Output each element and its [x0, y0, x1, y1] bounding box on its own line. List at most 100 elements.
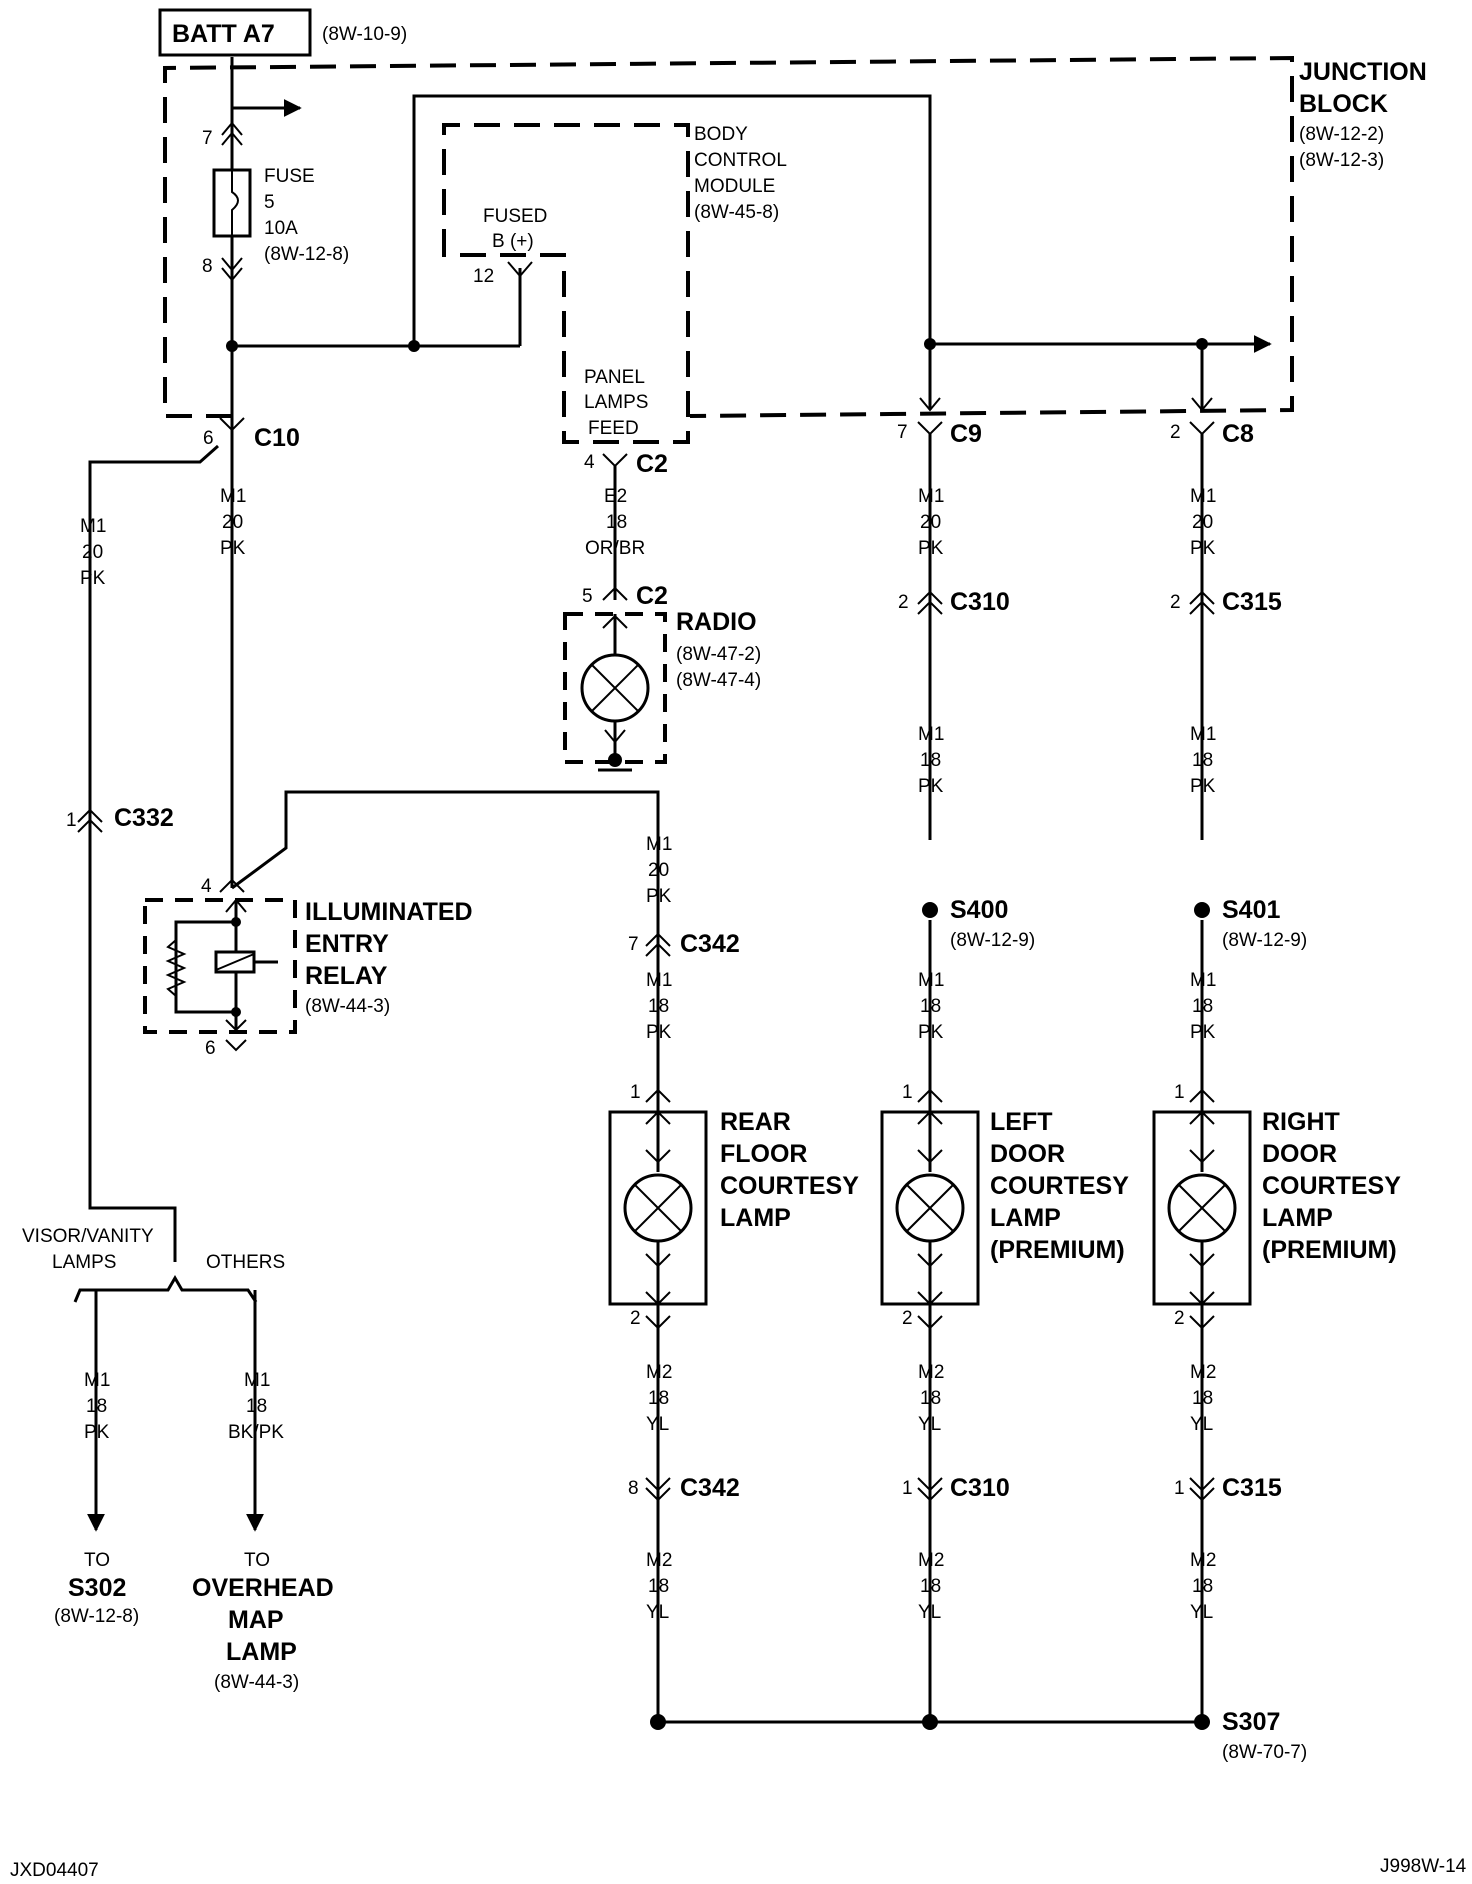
junction-block-ref-1: (8W-12-2) [1299, 124, 1384, 145]
s302-wire-1: M1 [84, 1370, 110, 1391]
s400-label: S400 [950, 896, 1008, 924]
ground-dot-left [922, 1714, 938, 1730]
c342-bot-connector-2 [645, 1487, 671, 1502]
right-lamp-pin2-connector [1189, 1315, 1215, 1330]
relay-dot-bottom [231, 1007, 241, 1017]
c342-top-pin: 7 [628, 934, 639, 955]
s307-ref: (8W-70-7) [1222, 1742, 1307, 1763]
c332-connector-2 [77, 818, 103, 833]
radio-wire-2: 18 [606, 512, 627, 533]
fuse-rating: 10A [264, 218, 298, 239]
rear-m2b-1: M2 [646, 1550, 672, 1571]
relay-pin4-inner [225, 898, 247, 913]
c9-pin: 7 [897, 422, 908, 443]
rear-wire-3: PK [646, 886, 672, 907]
fuse-in-connector [221, 131, 243, 146]
c8-connector [1189, 421, 1215, 436]
bcm-panel-2: LAMPS [584, 392, 648, 413]
right-lamp-label-2: DOOR [1262, 1140, 1337, 1168]
radio-ref-2: (8W-47-4) [676, 670, 761, 691]
s302-wire-3: PK [84, 1422, 110, 1443]
radio-label: RADIO [676, 608, 757, 636]
rear-lamp-label-2: FLOOR [720, 1140, 808, 1168]
c2-top-label: C2 [636, 450, 668, 478]
right-wire-b2: 18 [1192, 750, 1213, 771]
radio-inner-arrow [602, 614, 628, 629]
overhead-wire-2: 18 [246, 1396, 267, 1417]
left-lamp-inner-arrow-top [917, 1110, 943, 1125]
s302-to: TO [84, 1550, 110, 1571]
ground-dot-rear [650, 1714, 666, 1730]
c310-top-label: C310 [950, 588, 1010, 616]
overhead-wire-3: BK/PK [228, 1422, 284, 1443]
c310-bot-connector-2 [917, 1487, 943, 1502]
bcm-label-1: BODY [694, 124, 748, 145]
fuse-pin-in: 7 [202, 128, 213, 149]
relay-label-2: ENTRY [305, 930, 389, 958]
s401-ref: (8W-12-9) [1222, 930, 1307, 951]
c315-bot-label: C315 [1222, 1474, 1282, 1502]
left-lamp-label-5: (PREMIUM) [990, 1236, 1125, 1264]
right-lamp-pin1-connector [1189, 1088, 1215, 1103]
rear-lamp-pin1: 1 [630, 1082, 641, 1103]
left-lamp-label-2: DOOR [990, 1140, 1065, 1168]
s302-wire-2: 18 [86, 1396, 107, 1417]
c342-bot-connector [645, 1477, 671, 1492]
rear-m2-1: M2 [646, 1362, 672, 1383]
right-m2-2: 18 [1192, 1388, 1213, 1409]
batt-a7-box [158, 8, 312, 57]
rear-m2-2: 18 [648, 1388, 669, 1409]
left-m2-1: M2 [918, 1362, 944, 1383]
rear-lamp-label-3: COURTESY [720, 1172, 859, 1200]
c332-pin: 1 [66, 810, 77, 831]
c10-label: C10 [254, 424, 300, 452]
bcm-panel-1: PANEL [584, 367, 645, 388]
c332-label: C332 [114, 804, 174, 832]
radio-ground-arrow [604, 729, 626, 744]
overhead-to: TO [244, 1550, 270, 1571]
relay-pin-top: 4 [201, 876, 212, 897]
fuse-number: 5 [264, 192, 275, 213]
relay-resistor [165, 939, 187, 997]
c2-radio-connector [602, 586, 628, 601]
c310-top-connector-2 [917, 600, 943, 615]
relay-label-1: ILLUMINATED [305, 898, 473, 926]
c342-top-label: C342 [680, 930, 740, 958]
relay-outline [143, 898, 297, 1034]
left-lamp-label-1: LEFT [990, 1108, 1053, 1136]
rear-m2b-2: 18 [648, 1576, 669, 1597]
rear-lamp-pin2-connector [645, 1315, 671, 1330]
footer-right-code: J998W-14 [1380, 1856, 1467, 1877]
radio-lamp-x2 [591, 664, 639, 712]
left-wire-3: PK [80, 568, 106, 589]
left-wire-1: M1 [80, 516, 106, 537]
left-m2-2: 18 [920, 1388, 941, 1409]
c315-top-connector-2 [1189, 600, 1215, 615]
fuse-out-connector [221, 257, 243, 272]
left-lamp-pin1-connector [917, 1088, 943, 1103]
overhead-line-1: OVERHEAD [192, 1574, 334, 1602]
left-wire-2: 20 [82, 542, 103, 563]
right-wire-c1: M1 [1190, 970, 1216, 991]
right-wire-c3: PK [1190, 1022, 1216, 1043]
branch-left-2: LAMPS [52, 1252, 116, 1273]
right-lamp-inner-arrow-top [1189, 1110, 1215, 1125]
right-wire-a2: 20 [1192, 512, 1213, 533]
c310-bot-label: C310 [950, 1474, 1010, 1502]
c310-top-connector [917, 590, 943, 605]
c315-top-pin: 2 [1170, 592, 1181, 613]
left-m2b-2: 18 [920, 1576, 941, 1597]
c310-bot-pin: 1 [902, 1478, 913, 1499]
c8-inner-arrow [1191, 397, 1213, 412]
rear-lamp-inner-arrow-bot [645, 1253, 671, 1268]
bcm-label-3: MODULE [694, 176, 775, 197]
batt-a7-label: BATT A7 [172, 20, 275, 48]
s307-label: S307 [1222, 1708, 1280, 1736]
rear-m2-3: YL [646, 1414, 669, 1435]
c8-label: C8 [1222, 420, 1254, 448]
overhead-ref: (8W-44-3) [214, 1672, 299, 1693]
left-lamp-inner-arrow-top-2 [917, 1149, 943, 1164]
left-wire-c2: 18 [920, 996, 941, 1017]
relay-resistor-frame [174, 920, 236, 1014]
left-lamp-label-4: LAMP [990, 1204, 1061, 1232]
